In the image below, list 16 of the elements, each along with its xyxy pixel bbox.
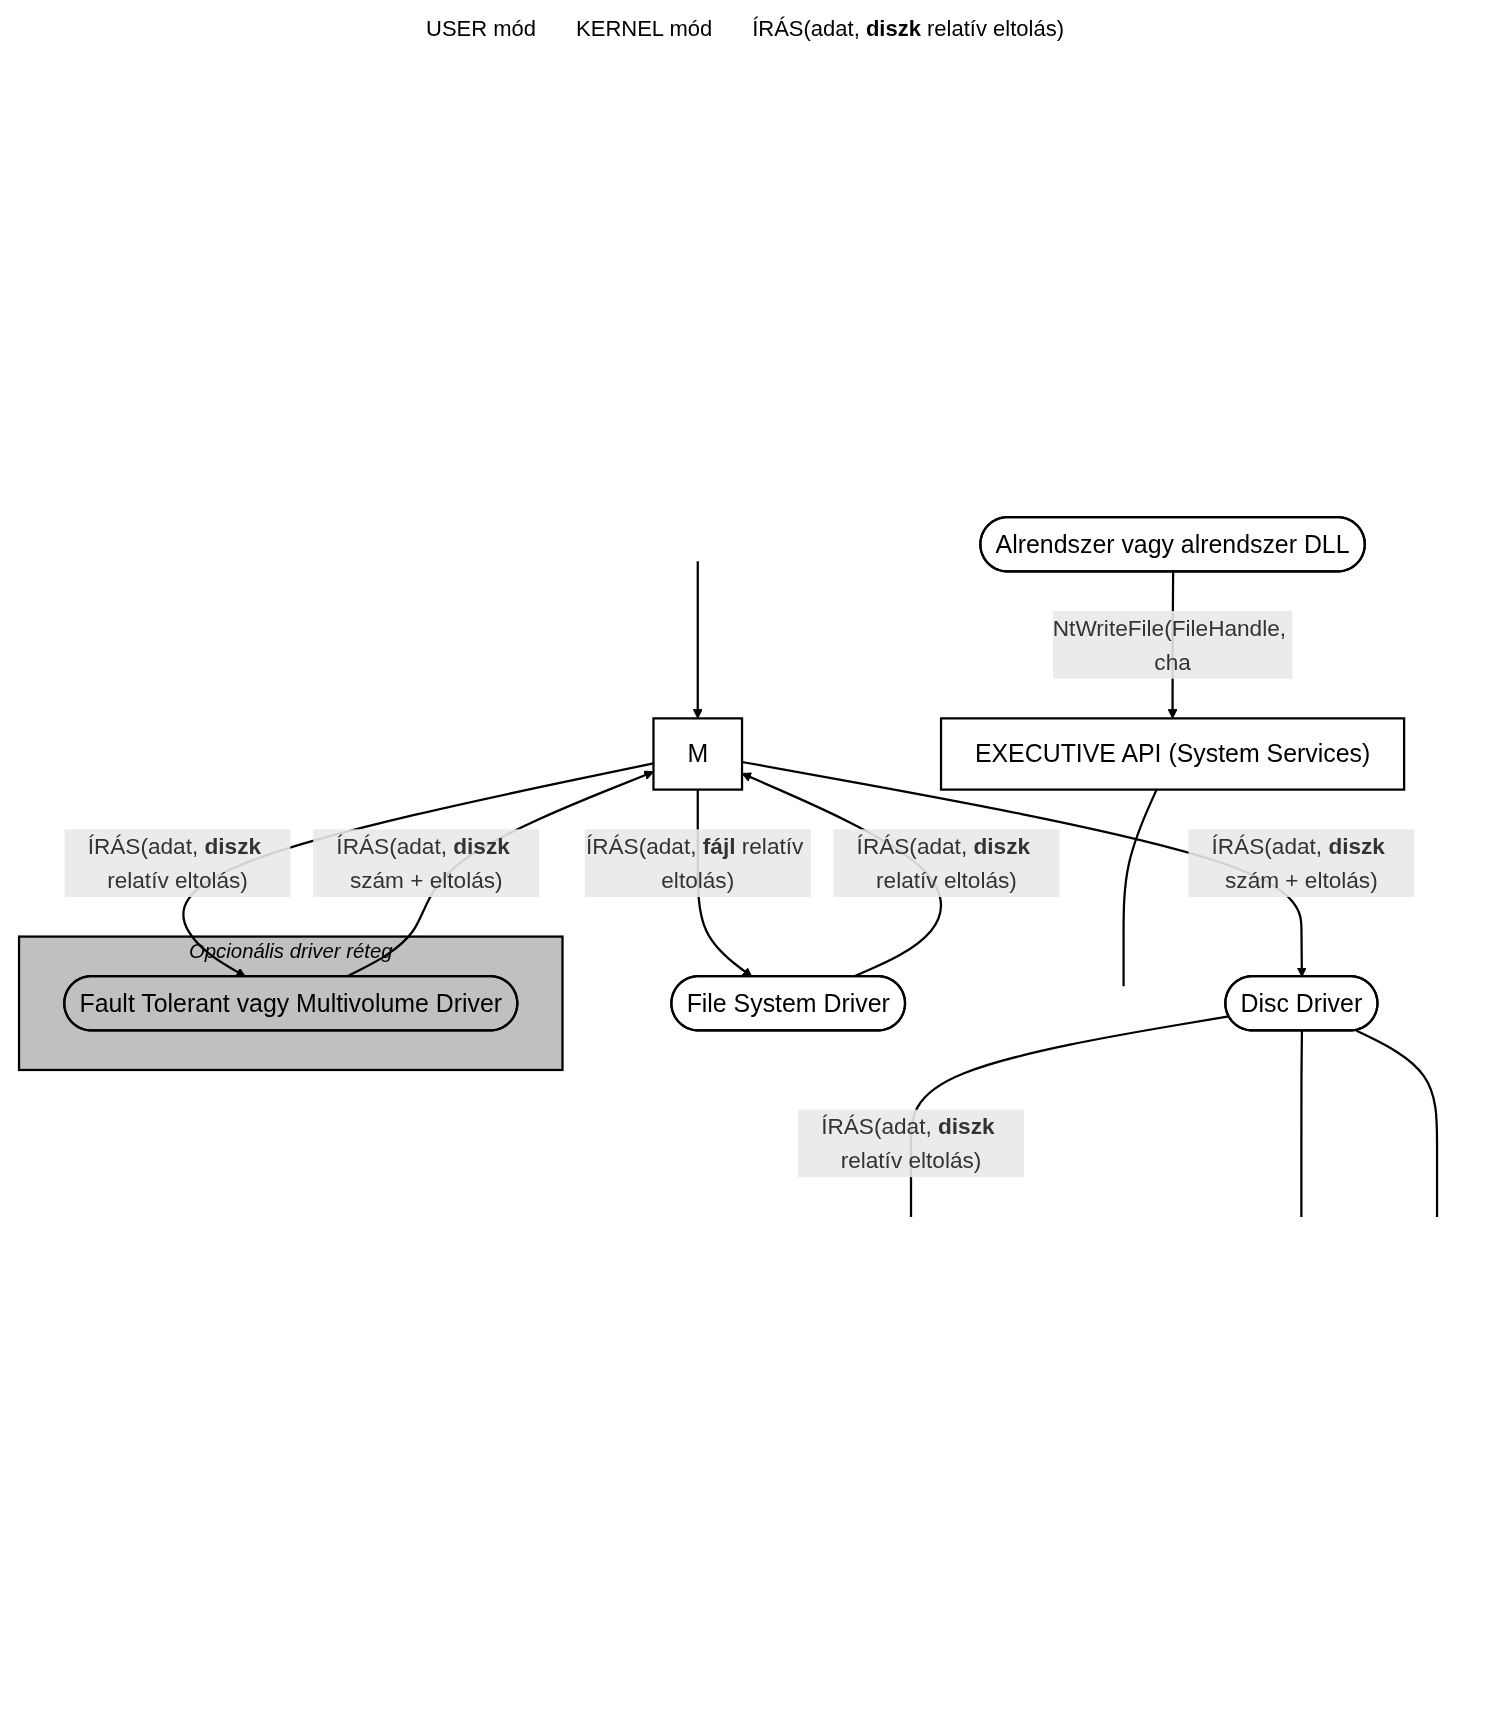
edge-label: ÍRÁS(adat, fájl relatív eltolás) (585, 833, 804, 893)
note-text: KERNEL mód (576, 16, 713, 42)
edge-label: ÍRÁS(adat, diszk szám + eltolás) (336, 833, 510, 893)
note-text: ÍRÁS(adat, diszk relatív eltolás) (752, 16, 1064, 42)
node-box: M (652, 717, 744, 791)
edge-label: ÍRÁS(adat, diszk relatív eltolás) (87, 833, 262, 893)
connector (1122, 789, 1158, 987)
note-text: USER mód (426, 16, 537, 42)
connector (1355, 1029, 1439, 1217)
edge-label: ÍRÁS(adat, diszk relatív eltolás) (856, 833, 1031, 893)
connector (1300, 1030, 1304, 1217)
arrow (692, 561, 703, 719)
edge-label: NtWriteFile(FileHandle, cha (1052, 615, 1287, 675)
edge-label: ÍRÁS(adat, diszk szám + eltolás) (1211, 833, 1385, 893)
node-box: EXECUTIVE API (System Services) (939, 717, 1406, 791)
edge-label: ÍRÁS(adat, diszk relatív eltolás) (821, 1114, 995, 1173)
